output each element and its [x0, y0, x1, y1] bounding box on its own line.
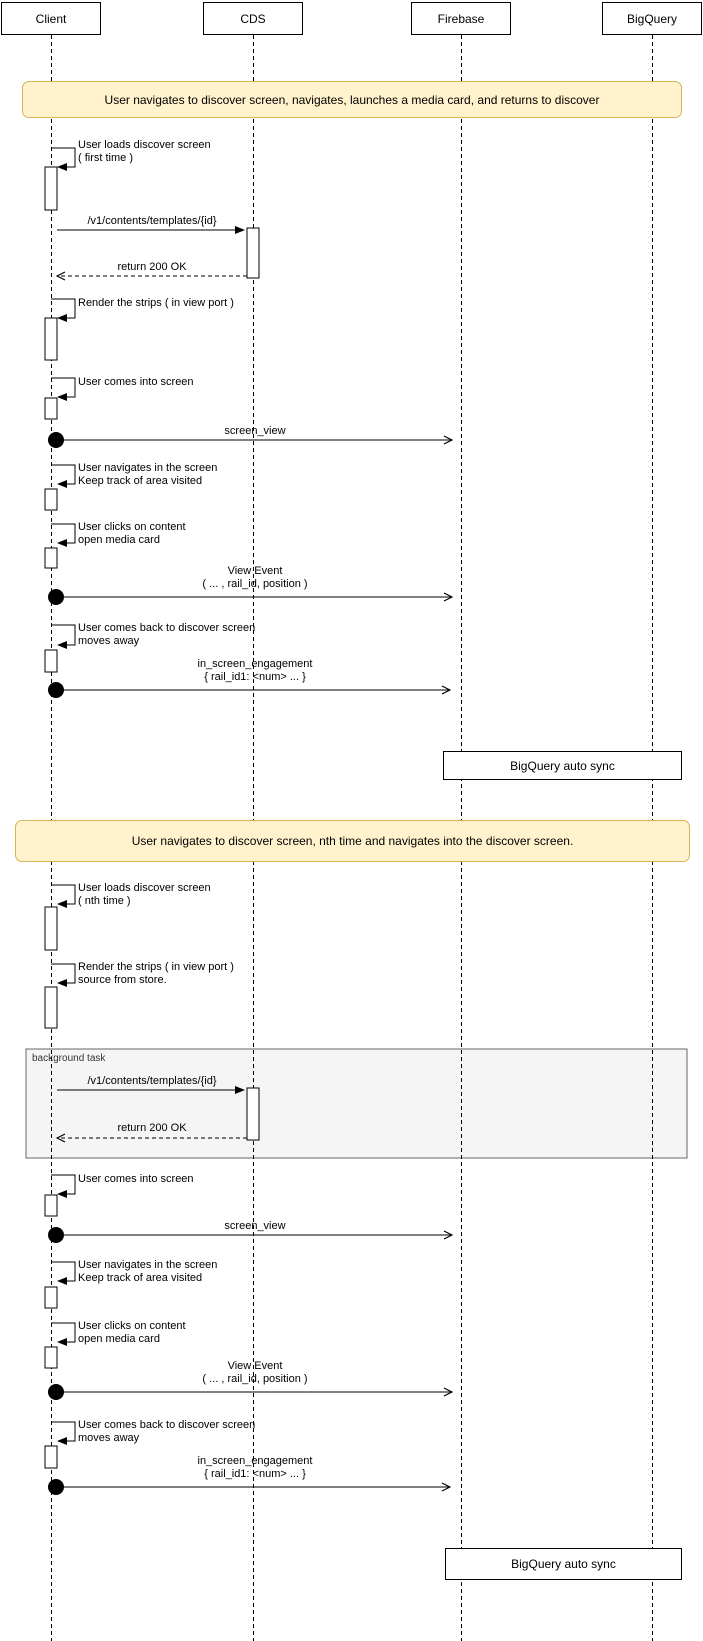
- bigquery-sync-box-2: BigQuery auto sync: [445, 1548, 682, 1580]
- message-line: User clicks on content: [78, 521, 186, 533]
- message-line: in_screen_engagement: [197, 1455, 313, 1467]
- self-message-arrow: [51, 624, 76, 649]
- self-message-arrow: [51, 1421, 76, 1445]
- message-line: moves away: [78, 1432, 140, 1444]
- message-label-navigates: User navigates in the screen Keep track …: [78, 462, 217, 488]
- actor-bigquery: BigQuery: [602, 2, 702, 35]
- message-label-comes: User comes into screen: [78, 376, 194, 388]
- message-label-return: return 200 OK: [117, 261, 187, 273]
- event-label-engagement-2: in_screen_engagement { rail_id1: <num> .…: [57, 1455, 453, 1481]
- message-line: { rail_id1: <num> ... }: [204, 671, 306, 683]
- self-message-arrow: [51, 464, 76, 488]
- activation-bar: [246, 1087, 260, 1141]
- activation-bar: [44, 317, 58, 361]
- actor-cds: CDS: [203, 2, 303, 35]
- message-label-navigates-2: User navigates in the screen Keep track …: [78, 1259, 217, 1285]
- scenario1-note: User navigates to discover screen, navig…: [22, 81, 682, 118]
- message-label-return-2: return 200 OK: [117, 1122, 187, 1134]
- activation-bar: [44, 166, 58, 211]
- event-label-engagement: in_screen_engagement { rail_id1: <num> .…: [57, 658, 453, 684]
- activation-bar: [246, 227, 260, 279]
- activation-bar: [44, 1445, 58, 1469]
- message-line: open media card: [78, 1333, 160, 1345]
- message-line: View Event: [227, 1360, 283, 1372]
- message-label-load-nth: User loads discover screen ( nth time ): [78, 882, 211, 908]
- self-message-arrow: [51, 523, 76, 547]
- message-line: Keep track of area visited: [78, 475, 203, 487]
- activation-bar: [44, 488, 58, 511]
- self-message-arrow: [51, 884, 76, 908]
- message-label-comes-back-2: User comes back to discover screen moves…: [78, 1419, 255, 1445]
- message-line: View Event: [227, 565, 283, 577]
- message-line: ( first time ): [78, 152, 133, 164]
- message-label-comes-2: User comes into screen: [78, 1173, 194, 1185]
- message-line: ( nth time ): [78, 895, 131, 907]
- event-label-view-event: View Event ( ... , rail_id, position ): [57, 565, 453, 591]
- message-label-clicks-2: User clicks on content open media card: [78, 1320, 186, 1346]
- message-line: User clicks on content: [78, 1320, 186, 1332]
- message-label-clicks: User clicks on content open media card: [78, 521, 186, 547]
- background-task-label: background task: [32, 1053, 106, 1064]
- activation-bar: [44, 1194, 58, 1217]
- activation-bar: [44, 649, 58, 673]
- message-line: User comes back to discover screen: [78, 1419, 256, 1431]
- message-line: moves away: [78, 635, 140, 647]
- message-label-api-2: /v1/contents/templates/{id}: [87, 1075, 217, 1087]
- message-label-load-first: User loads discover screen ( first time …: [78, 139, 211, 165]
- background-task-frame: [25, 1048, 688, 1159]
- message-line: User navigates in the screen: [78, 462, 218, 474]
- self-message-arrow: [51, 1174, 76, 1198]
- message-line: ( ... , rail_id, position ): [202, 578, 308, 590]
- event-label-screen-view-2: screen_view: [224, 1220, 286, 1232]
- event-label-screen-view: screen_view: [224, 425, 286, 437]
- message-line: User navigates in the screen: [78, 1259, 218, 1271]
- activation-bar: [44, 397, 58, 420]
- message-label-api: /v1/contents/templates/{id}: [87, 215, 217, 227]
- message-line: Keep track of area visited: [78, 1272, 203, 1284]
- message-line: { rail_id1: <num> ... }: [204, 1468, 306, 1480]
- message-line: Render the strips ( in view port ): [78, 961, 234, 973]
- message-line: open media card: [78, 534, 160, 546]
- message-line: in_screen_engagement: [197, 658, 313, 670]
- message-label-comes-back: User comes back to discover screen moves…: [78, 622, 255, 648]
- message-line: User comes back to discover screen: [78, 622, 256, 634]
- lifelines: [51, 35, 653, 1641]
- self-message-arrow: [51, 1261, 76, 1285]
- event-label-view-event-2: View Event ( ... , rail_id, position ): [57, 1360, 453, 1386]
- self-message-arrow: [51, 147, 76, 171]
- activation-bar: [44, 1346, 58, 1369]
- self-message-arrow: [51, 1322, 76, 1346]
- scenario2-note: User navigates to discover screen, nth t…: [15, 820, 690, 862]
- self-message-arrow: [51, 298, 76, 322]
- activation-bar: [44, 986, 58, 1029]
- message-label-render: Render the strips ( in view port ): [78, 297, 234, 309]
- scenario1-shapes: [44, 147, 452, 698]
- actor-client: Client: [1, 2, 101, 35]
- scenario2-shapes: [44, 884, 452, 1495]
- actor-firebase: Firebase: [411, 2, 511, 35]
- message-label-render-store: Render the strips ( in view port ) sourc…: [78, 961, 234, 987]
- self-message-arrow: [51, 963, 76, 987]
- activation-bar: [44, 547, 58, 569]
- message-line: User loads discover screen: [78, 139, 211, 151]
- activation-bar: [44, 906, 58, 951]
- message-line: ( ... , rail_id, position ): [202, 1373, 308, 1385]
- self-message-arrow: [51, 377, 76, 401]
- message-line: User loads discover screen: [78, 882, 211, 894]
- activation-bar: [44, 1286, 58, 1309]
- message-line: source from store.: [78, 974, 167, 986]
- bigquery-sync-box-1: BigQuery auto sync: [443, 751, 682, 780]
